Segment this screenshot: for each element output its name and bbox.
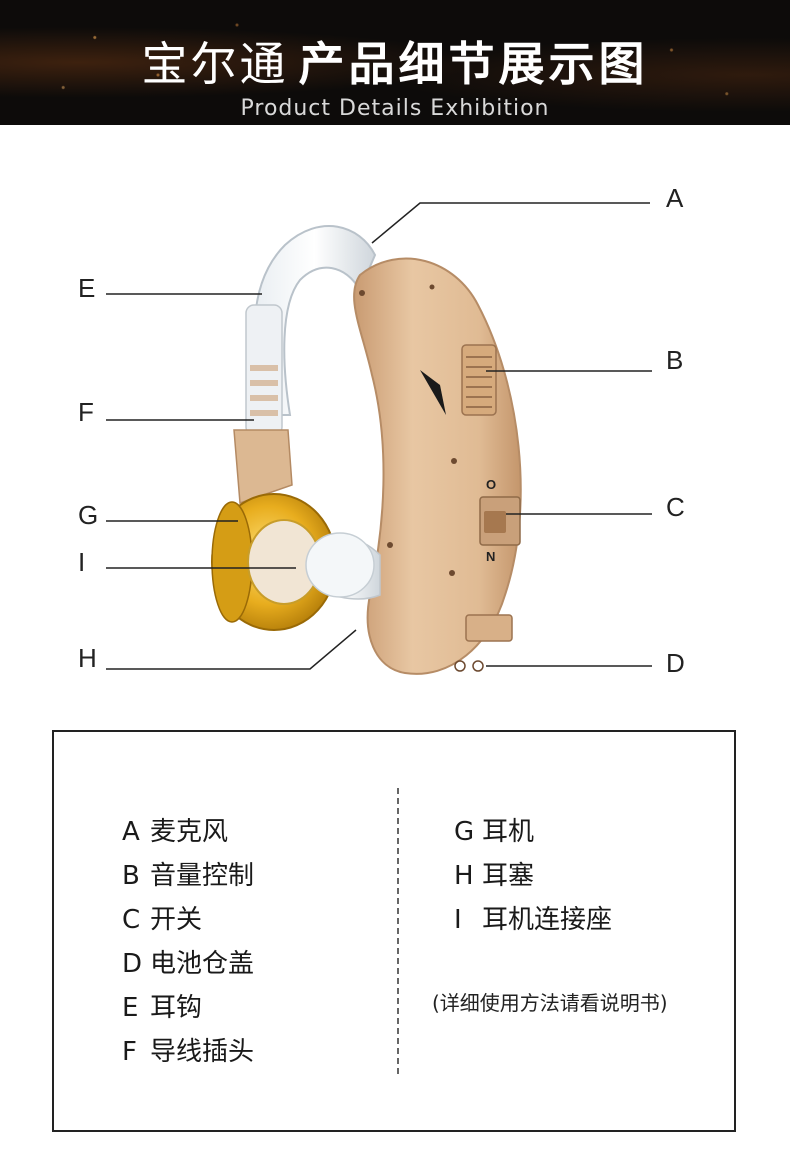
callout-label-f: F: [78, 397, 94, 427]
body-hole: [449, 570, 455, 576]
ear-tip: [305, 532, 375, 598]
plug-base: [233, 429, 293, 505]
microphone-hole: [429, 284, 435, 290]
body-hole: [451, 458, 457, 464]
volume-wheel: [461, 344, 497, 416]
switch-knob: [484, 511, 506, 533]
callout-label-h: H: [78, 643, 97, 673]
manual-note: (详细使用方法请看说明书): [432, 991, 668, 1015]
product-diagram: O N A B C D E F G I H: [0, 125, 790, 725]
callout-label-c: C: [666, 492, 685, 522]
callout-label-d: D: [666, 648, 685, 678]
body-hole: [387, 542, 393, 548]
callout-lines: [106, 202, 652, 670]
callout-line-a: [371, 202, 650, 244]
title-text: 产品细节展示图: [298, 37, 649, 91]
earphone-side: [211, 501, 253, 623]
callout-label-g: G: [78, 500, 99, 530]
callout-label-b: B: [666, 345, 684, 375]
device-body: [353, 257, 522, 675]
battery-cover: [465, 614, 513, 642]
page-title: 宝尔通产品细节展示图: [0, 28, 790, 94]
page-subtitle: Product Details Exhibition: [240, 96, 550, 121]
hearing-aid-illustration: O N: [106, 202, 652, 675]
callout-label-e: E: [78, 273, 96, 303]
switch-label-off: N: [486, 549, 495, 564]
callout-line-h: [106, 629, 357, 670]
callout-label-i: I: [78, 547, 86, 577]
body-hole: [359, 290, 365, 296]
battery-cover-icon: [472, 660, 484, 672]
battery-cover-icon: [454, 660, 466, 672]
volume-wheel-ridges: [466, 356, 492, 408]
wire-plug-ribs: [250, 365, 278, 416]
ear-hook: [253, 225, 377, 416]
legend-divider: [397, 788, 399, 1074]
header-banner: 宝尔通产品细节展示图 Product Details Exhibition: [0, 0, 790, 125]
decor-triangle: [420, 370, 446, 415]
switch-label-on: O: [486, 477, 496, 492]
brand-name: 宝尔通: [141, 37, 289, 91]
callout-label-a: A: [666, 183, 684, 213]
